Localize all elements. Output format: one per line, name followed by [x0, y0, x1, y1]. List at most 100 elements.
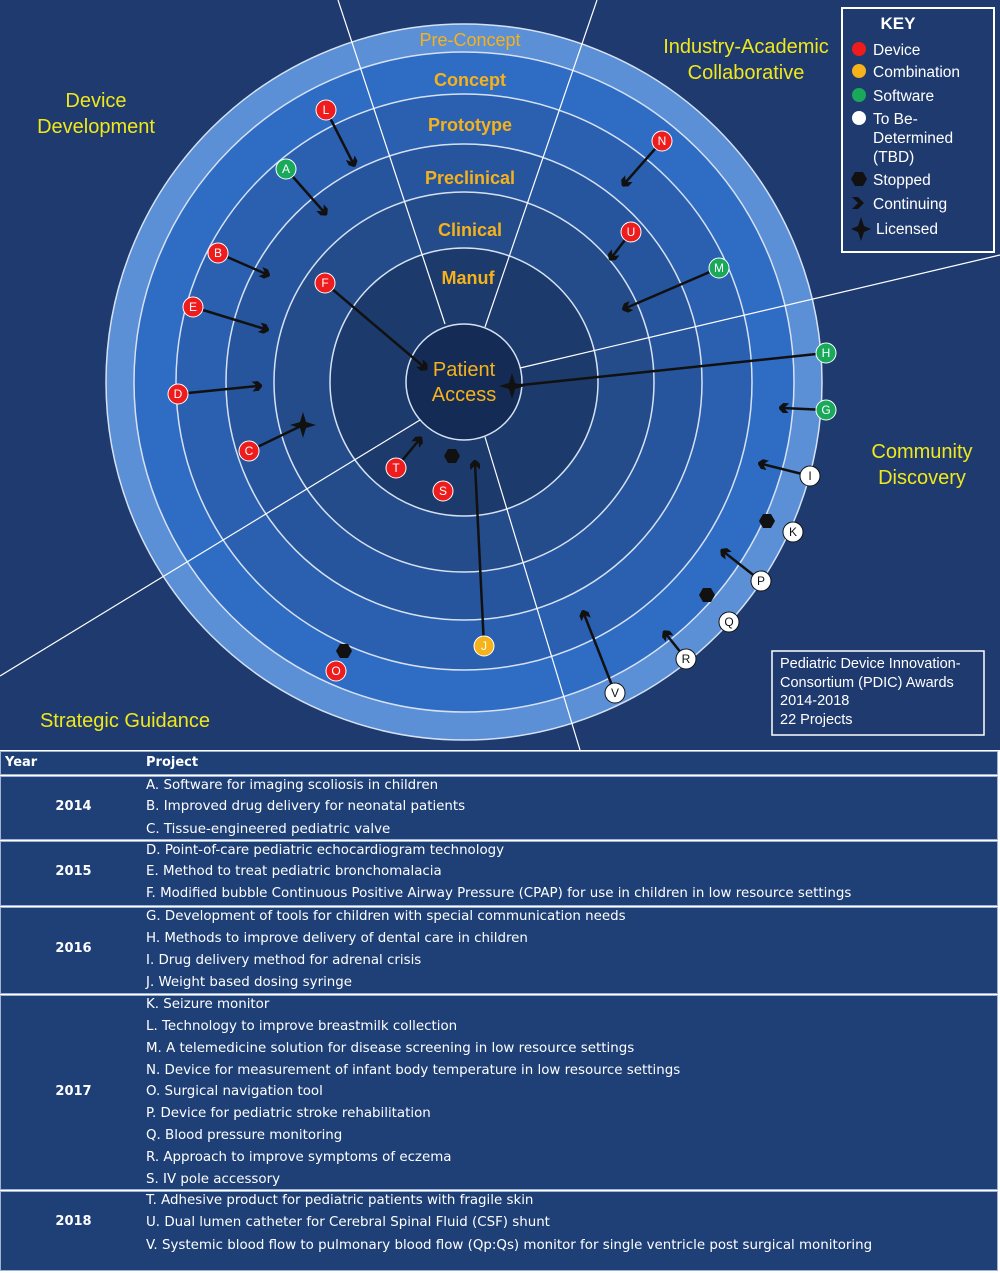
year-label: 2015: [55, 864, 92, 879]
stopped-hex-k: [759, 514, 775, 528]
project-node-l: L: [315, 99, 337, 121]
project-node-f: F: [314, 272, 336, 294]
project-item: N. Device for measurement of infant body…: [146, 1063, 681, 1078]
project-node-o: O: [325, 660, 347, 682]
key-combination-label: Combination: [873, 64, 960, 81]
pdic-radar-diagram: Pre-Concept Concept Prototype Preclinica…: [0, 0, 1000, 750]
header-year: Year: [5, 755, 38, 770]
project-node-n: N: [651, 130, 673, 152]
ring-label-clinical: Clinical: [438, 220, 502, 240]
svg-text:U: U: [627, 225, 636, 239]
info-box: Pediatric Device Innovation- Consortium …: [771, 650, 985, 736]
divider-top-left: [337, 0, 446, 325]
stopped-hex-s: [444, 449, 460, 463]
key-tbd-swatch: [852, 111, 866, 125]
year-group-2018: 2018 T. Adhesive product for pediatric p…: [0, 1191, 998, 1271]
year-group-2016: 2016 G. Development of tools for childre…: [0, 907, 998, 994]
arrow-e: [192, 305, 265, 329]
arrow-v: [584, 614, 617, 694]
project-item: D. Point-of-care pediatric echocardiogra…: [146, 843, 505, 858]
project-item: T. Adhesive product for pediatric patien…: [146, 1193, 534, 1208]
table-header-row: Year Project: [0, 751, 998, 775]
key-continuing-icon: [852, 197, 864, 209]
svg-text:H: H: [822, 346, 831, 360]
project-item: Q. Blood pressure monitoring: [146, 1128, 343, 1143]
project-node-t: T: [385, 457, 407, 479]
sector-label-community-discovery-2: Discovery: [878, 467, 966, 489]
stopped-hex-o: [336, 644, 352, 658]
project-item: F. Modified bubble Continuous Positive A…: [146, 886, 852, 901]
svg-text:E: E: [189, 300, 197, 314]
key-continuing-label: Continuing: [873, 196, 947, 213]
project-item: P. Device for pediatric stroke rehabilit…: [146, 1106, 431, 1121]
project-node-m: M: [708, 257, 730, 279]
project-item: C. Tissue-engineered pediatric valve: [146, 822, 391, 837]
project-node-e: E: [182, 296, 204, 318]
project-node-c: C: [238, 440, 260, 462]
project-item: L. Technology to improve breastmilk coll…: [146, 1019, 458, 1034]
project-node-g: G: [815, 399, 837, 421]
svg-text:F: F: [321, 276, 328, 290]
sector-dividers: [0, 0, 1000, 750]
info-line-4: 22 Projects: [780, 712, 853, 728]
arrow-m: [626, 266, 720, 308]
svg-text:N: N: [658, 134, 667, 148]
ring-label-preclinical: Preclinical: [425, 168, 515, 188]
key-combination-swatch: [852, 64, 866, 78]
project-item: R. Approach to improve symptoms of eczem…: [146, 1150, 452, 1165]
svg-text:J: J: [481, 639, 487, 653]
project-item: V. Systemic blood flow to pulmonary bloo…: [146, 1238, 873, 1253]
center-patient-access: [405, 323, 523, 441]
ring-label-concept: Concept: [434, 70, 506, 90]
svg-text:P: P: [757, 574, 765, 588]
project-node-v: V: [604, 682, 626, 704]
info-line-3: 2014-2018: [780, 693, 849, 709]
svg-text:S: S: [439, 484, 447, 498]
project-item: E. Method to treat pediatric bronchomala…: [146, 864, 442, 879]
project-node-h: H: [815, 342, 837, 364]
svg-text:B: B: [214, 246, 222, 260]
project-item: S. IV pole accessory: [146, 1172, 281, 1187]
project-node-q: Q: [718, 611, 740, 633]
stopped-hex-q: [699, 588, 715, 602]
project-item: B. Improved drug delivery for neonatal p…: [146, 799, 466, 814]
project-node-u: U: [620, 221, 642, 243]
key-device-swatch: [852, 42, 866, 56]
project-node-a: A: [275, 158, 297, 180]
key-legend: KEY Device Combination Software To Be- D…: [841, 7, 995, 253]
project-item: M. A telemedicine solution for disease s…: [146, 1041, 635, 1056]
svg-text:O: O: [331, 664, 340, 678]
divider-top-right: [484, 0, 598, 328]
year-group-2017: 2017 K. Seizure monitor L. Technology to…: [0, 995, 998, 1190]
center-label-access: Access: [432, 384, 496, 406]
year-group-2014: 2014 A. Software for imaging scoliosis i…: [0, 776, 998, 840]
ring-label-prototype: Prototype: [428, 115, 512, 135]
sector-label-industry-academic-2: Collaborative: [688, 62, 805, 84]
divider-bottom-left: [0, 419, 421, 677]
svg-text:G: G: [821, 403, 830, 417]
project-item: J. Weight based dosing syringe: [146, 975, 353, 990]
svg-text:I: I: [808, 469, 811, 483]
divider-bottom-right: [484, 436, 581, 750]
svg-text:M: M: [714, 261, 724, 275]
svg-text:V: V: [611, 686, 619, 700]
project-node-k: K: [782, 521, 804, 543]
svg-text:D: D: [174, 387, 183, 401]
project-item: K. Seizure monitor: [146, 997, 270, 1012]
key-software-swatch: [852, 88, 866, 102]
svg-text:T: T: [392, 461, 400, 475]
svg-text:R: R: [682, 652, 691, 666]
project-node-j: J: [473, 635, 495, 657]
project-node-p: P: [750, 570, 772, 592]
year-group-2015: 2015 D. Point-of-care pediatric echocard…: [0, 841, 998, 906]
project-node-r: R: [675, 648, 697, 670]
key-stopped-label: Stopped: [873, 172, 931, 189]
project-node-s: S: [432, 480, 454, 502]
project-node-d: D: [167, 383, 189, 405]
key-tbd-label-2: Determined: [873, 130, 953, 147]
key-licensed-icon: [851, 217, 871, 241]
divider-right: [519, 254, 1000, 369]
svg-text:L: L: [323, 103, 330, 117]
key-tbd-label-1: To Be-: [873, 111, 918, 128]
svg-text:Q: Q: [724, 615, 733, 629]
